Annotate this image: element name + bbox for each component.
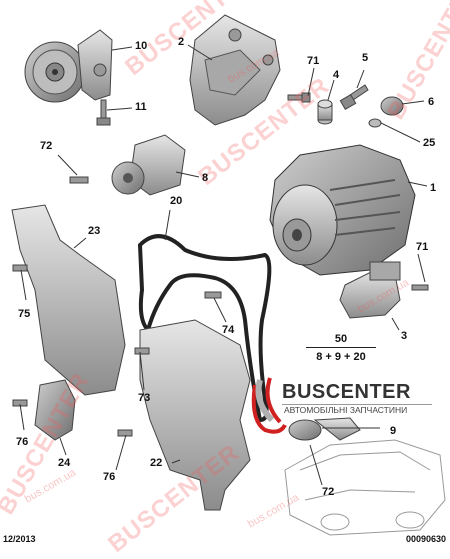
part-label-3: 3 (401, 330, 408, 342)
shield-22 (139, 319, 251, 511)
idler-pulley (288, 417, 361, 441)
pulley-bracket (77, 29, 113, 101)
part-label-10: 10 (135, 40, 148, 52)
alternator-bracket (189, 14, 281, 126)
part-label-9: 9 (390, 425, 397, 437)
part-label-25: 25 (423, 137, 436, 149)
part-label-23: 23 (88, 225, 101, 237)
part-label-6: 6 (428, 96, 435, 108)
part-label-8: 8 (202, 172, 209, 184)
bracket-24 (34, 379, 76, 441)
part-label-72-bottom: 72 (322, 486, 335, 498)
vehicle-outline (284, 439, 446, 536)
bolt-71-top (287, 92, 311, 103)
footer-date: 12/2013 (3, 534, 36, 544)
fastener-76-bottom (117, 429, 133, 437)
part-label-20: 20 (170, 195, 183, 207)
alternator-support (339, 261, 401, 319)
drive-belt (137, 234, 272, 423)
logo-subtitle: АВТОМОБІЛЬНІ ЗАПЧАСТИНИ (284, 405, 408, 415)
sleeve-4 (317, 99, 333, 125)
alternator (269, 144, 416, 276)
bolt-11 (96, 99, 111, 126)
part-label-71-top: 71 (307, 55, 320, 67)
part-label-5: 5 (362, 52, 369, 64)
part-label-22: 22 (150, 457, 163, 469)
fastener-73 (134, 347, 150, 355)
exploded-parts-diagram (11, 14, 446, 536)
part-label-11: 11 (135, 101, 147, 113)
kit-formula: 50 8 + 9 + 20 (306, 333, 376, 363)
part-label-2: 2 (178, 36, 185, 48)
buscenter-logo (255, 377, 432, 424)
logo-title: BUSCENTER (282, 381, 411, 403)
fastener-75 (12, 264, 28, 272)
part-label-74: 74 (222, 324, 235, 336)
washer-25 (368, 118, 382, 128)
kit-composition: 8 + 9 + 20 (316, 351, 366, 363)
part-label-76-bottom: 76 (103, 471, 116, 483)
kit-number: 50 (334, 333, 348, 345)
part-label-73: 73 (138, 392, 151, 404)
bolt-5 (339, 84, 369, 111)
part-label-1: 1 (430, 182, 437, 194)
footer-reference: 00090630 (405, 534, 446, 544)
part-label-75: 75 (18, 308, 31, 320)
bolt-72-left (69, 176, 89, 184)
part-label-72-left: 72 (40, 140, 53, 152)
leader-lines (19, 44, 428, 486)
part-label-4: 4 (333, 69, 340, 81)
part-label-71-right: 71 (416, 241, 429, 253)
pulley (24, 41, 86, 103)
part-label-76-left: 76 (16, 436, 29, 448)
tensioner (111, 134, 186, 196)
part-label-24: 24 (58, 457, 71, 469)
shield-23 (11, 204, 126, 396)
kit-divider (306, 347, 376, 348)
bush-6 (380, 96, 404, 116)
bolt-74 (204, 291, 222, 299)
belt-wrap-highlight (251, 384, 287, 434)
bolt-71-right (411, 284, 429, 291)
